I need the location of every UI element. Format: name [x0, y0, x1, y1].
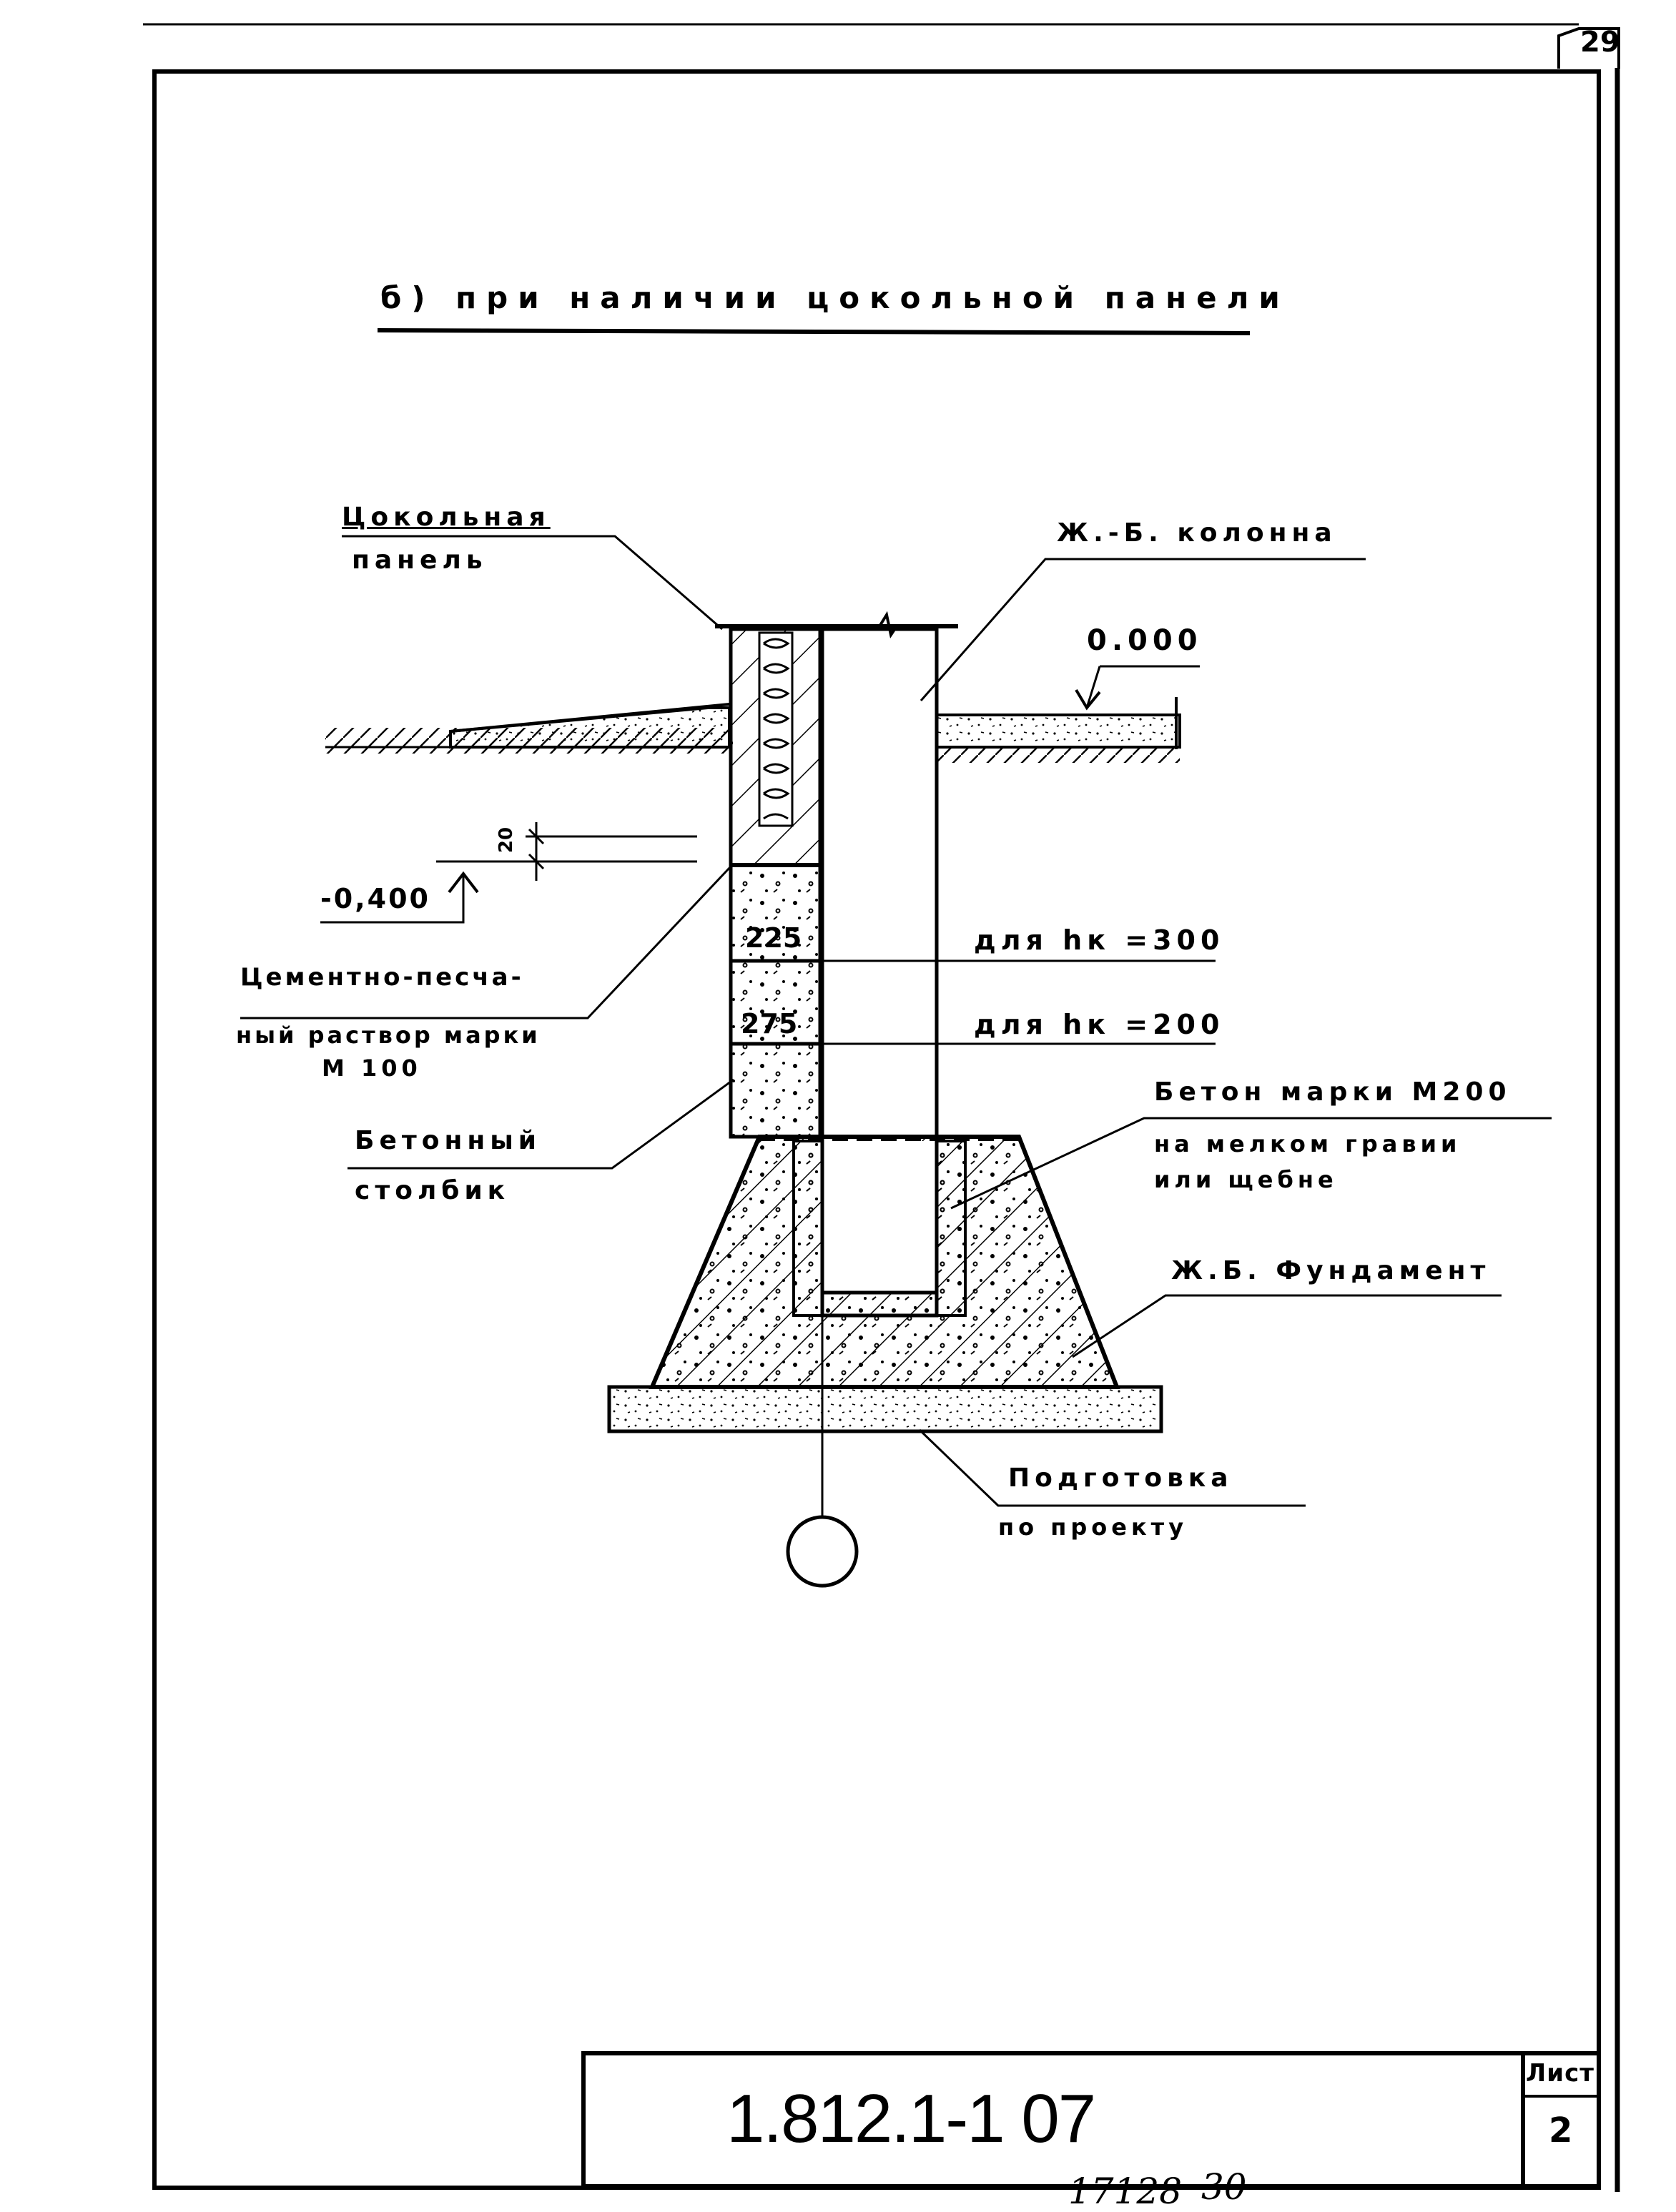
sheet-label: Лист: [1526, 2059, 1594, 2088]
label-hk300: для hк =300: [974, 924, 1225, 956]
leader-rc-column: [920, 558, 1366, 701]
ground-right: [935, 697, 1181, 763]
leader-plinth-panel: [342, 535, 723, 631]
archive-sheet: 30: [1201, 2166, 1247, 2208]
leader-mortar: [240, 865, 732, 1019]
label-mortar-1: Цементно-песча-: [240, 963, 524, 992]
label-level-zero: 0.000: [1087, 624, 1203, 657]
plinth-panel-section: [729, 627, 822, 867]
rc-foundation: [649, 1135, 1120, 1389]
label-mortar-3: М 100: [322, 1055, 422, 1082]
label-rc-column: Ж.-Б. колонна: [1057, 518, 1337, 548]
archive-number: 17128: [1068, 2171, 1183, 2212]
preparation-slab: [607, 1385, 1163, 1433]
document-code: 1.812.1-1 07: [726, 2080, 1096, 2157]
title-block-frame: [581, 2051, 1601, 2188]
leader-level-minus: [320, 874, 465, 924]
label-level-minus: -0,400: [320, 883, 430, 914]
label-foundation: Ж.Б. Фундамент: [1171, 1256, 1491, 1285]
label-plinth-panel-2: панель: [352, 545, 488, 575]
sheet-number: 2: [1549, 2110, 1573, 2151]
label-preparation-2: по проекту: [998, 1514, 1188, 1541]
label-concrete-grade-1: Бетон марки М200: [1154, 1077, 1512, 1107]
label-dim-275: 275: [741, 1008, 798, 1040]
label-concrete-grade-3: или щебне: [1154, 1166, 1338, 1193]
label-concrete-grade-2: на мелком гравии: [1154, 1130, 1461, 1157]
title-underline: [377, 328, 1251, 335]
label-plinth-panel-1: Цокольная: [342, 503, 551, 532]
drawing-title: б) при наличии цокольной панели: [380, 280, 1290, 315]
leader-concrete-grade: [950, 1117, 1552, 1210]
label-mortar-2: ный раствор марки: [236, 1022, 541, 1049]
label-preparation-1: Подготовка: [1008, 1463, 1233, 1493]
concrete-post: [729, 863, 822, 1139]
axis-marker: [786, 1515, 859, 1588]
page-number: 29: [1580, 26, 1620, 59]
page-number-box: [1557, 27, 1620, 69]
label-dim-gap: 20: [496, 826, 518, 854]
leader-foundation: [1072, 1294, 1502, 1358]
leader-preparation: [918, 1428, 1306, 1507]
label-concrete-post-1: Бетонный: [355, 1126, 541, 1155]
label-dim-225: 225: [745, 922, 802, 954]
label-concrete-post-2: столбик: [355, 1176, 511, 1205]
ground-left: [325, 703, 733, 754]
label-hk200: для hк =200: [974, 1009, 1225, 1040]
